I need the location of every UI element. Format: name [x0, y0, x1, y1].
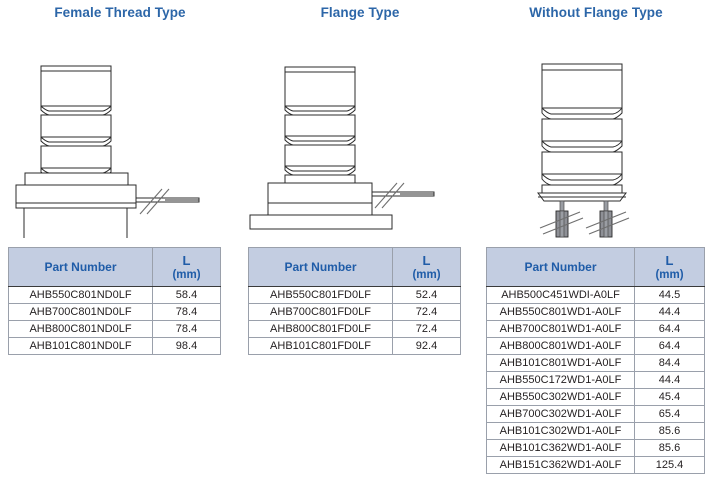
column-header-part-number: Part Number [8, 247, 153, 287]
table-body-female-thread-type: AHB550C801ND0LF 58.4 AHB700C801ND0LF 78.… [8, 286, 221, 355]
table-row: AHB550C801WD1-A0LF 44.4 [486, 303, 705, 321]
spec-table-flange-type: Part Number L (mm) AHB550C801FD0LF 52.4 … [248, 247, 461, 355]
cell-length: 64.4 [634, 337, 705, 355]
table-body-without-flange-type: AHB500C451WDI-A0LF 44.5 AHB550C801WD1-A0… [486, 286, 705, 474]
table-row: AHB550C801FD0LF 52.4 [248, 286, 461, 304]
cell-part-number: AHB800C801FD0LF [248, 320, 393, 338]
spec-table-wrap-flange-type: Part Number L (mm) AHB550C801FD0LF 52.4 … [248, 247, 461, 355]
cell-part-number: AHB101C302WD1-A0LF [486, 422, 635, 440]
spec-table-wrap-female-thread-type: Part Number L (mm) AHB550C801ND0LF 58.4 … [8, 247, 221, 355]
cell-length: 44.4 [634, 371, 705, 389]
table-row: AHB800C801FD0LF 72.4 [248, 320, 461, 338]
drawing-area-flange-type [240, 26, 480, 238]
cell-part-number: AHB700C801ND0LF [8, 303, 153, 321]
table-row: AHB101C302WD1-A0LF 85.6 [486, 422, 705, 440]
cell-part-number: AHB550C801FD0LF [248, 286, 393, 304]
spec-table-without-flange-type: Part Number L (mm) AHB500C451WDI-A0LF 44… [486, 247, 705, 474]
cell-length: 44.4 [634, 303, 705, 321]
column-title-female-thread-type: Female Thread Type [54, 5, 186, 20]
column-header-length: L (mm) [634, 247, 705, 287]
table-row: AHB101C801ND0LF 98.4 [8, 337, 221, 355]
drawing-area-without-flange-type [480, 26, 712, 238]
column-header-part-number: Part Number [486, 247, 635, 287]
drawing-area-female-thread-type [0, 26, 240, 238]
table-row: AHB151C362WD1-A0LF 125.4 [486, 456, 705, 474]
cell-part-number: AHB800C801ND0LF [8, 320, 153, 338]
cell-length: 92.4 [392, 337, 461, 355]
cell-part-number: AHB101C362WD1-A0LF [486, 439, 635, 457]
table-header-row: Part Number L (mm) [248, 247, 461, 287]
female-thread-type-drawing [15, 65, 200, 238]
cell-part-number: AHB101C801FD0LF [248, 337, 393, 355]
cell-length: 58.4 [152, 286, 221, 304]
cell-part-number: AHB700C801FD0LF [248, 303, 393, 321]
cell-length: 44.5 [634, 286, 705, 304]
cell-part-number: AHB700C801WD1-A0LF [486, 320, 635, 338]
table-row: AHB101C801WD1-A0LF 84.4 [486, 354, 705, 372]
table-row: AHB700C801ND0LF 78.4 [8, 303, 221, 321]
cell-length: 98.4 [152, 337, 221, 355]
spec-table-wrap-without-flange-type: Part Number L (mm) AHB500C451WDI-A0LF 44… [486, 247, 705, 474]
cell-length: 64.4 [634, 320, 705, 338]
cell-part-number: AHB550C172WD1-A0LF [486, 371, 635, 389]
length-unit: (mm) [412, 268, 441, 281]
table-row: AHB550C172WD1-A0LF 44.4 [486, 371, 705, 389]
variant-column-without-flange-type: Without Flange Type [480, 0, 712, 488]
table-row: AHB500C451WDI-A0LF 44.5 [486, 286, 705, 304]
cell-length: 85.6 [634, 439, 705, 457]
cell-length: 72.4 [392, 303, 461, 321]
cell-part-number: AHB101C801ND0LF [8, 337, 153, 355]
cell-part-number: AHB500C451WDI-A0LF [486, 286, 635, 304]
cell-part-number: AHB800C801WD1-A0LF [486, 337, 635, 355]
table-header-row: Part Number L (mm) [486, 247, 705, 287]
table-row: AHB700C302WD1-A0LF 65.4 [486, 405, 705, 423]
table-header-row: Part Number L (mm) [8, 247, 221, 287]
cell-length: 52.4 [392, 286, 461, 304]
cell-length: 85.6 [634, 422, 705, 440]
table-row: AHB101C801FD0LF 92.4 [248, 337, 461, 355]
length-symbol: L [422, 252, 431, 268]
column-title-without-flange-type: Without Flange Type [529, 5, 663, 20]
cell-length: 78.4 [152, 303, 221, 321]
cell-part-number: AHB700C302WD1-A0LF [486, 405, 635, 423]
column-header-length: L (mm) [392, 247, 461, 287]
cell-length: 84.4 [634, 354, 705, 372]
cell-part-number: AHB151C362WD1-A0LF [486, 456, 635, 474]
column-title-flange-type: Flange Type [320, 5, 400, 20]
length-symbol: L [182, 252, 191, 268]
length-symbol: L [665, 252, 674, 268]
table-row: AHB800C801WD1-A0LF 64.4 [486, 337, 705, 355]
spec-table-female-thread-type: Part Number L (mm) AHB550C801ND0LF 58.4 … [8, 247, 221, 355]
table-row: AHB101C362WD1-A0LF 85.6 [486, 439, 705, 457]
variant-column-flange-type: Flange Type [240, 0, 480, 488]
cell-length: 125.4 [634, 456, 705, 474]
cell-length: 78.4 [152, 320, 221, 338]
variant-column-female-thread-type: Female Thread Type [0, 0, 240, 488]
flange-type-drawing [249, 66, 435, 230]
column-header-length: L (mm) [152, 247, 221, 287]
cell-length: 65.4 [634, 405, 705, 423]
table-row: AHB700C801FD0LF 72.4 [248, 303, 461, 321]
table-row: AHB800C801ND0LF 78.4 [8, 320, 221, 338]
without-flange-type-drawing [537, 63, 630, 238]
column-header-part-number: Part Number [248, 247, 393, 287]
table-body-flange-type: AHB550C801FD0LF 52.4 AHB700C801FD0LF 72.… [248, 286, 461, 355]
cell-part-number: AHB550C302WD1-A0LF [486, 388, 635, 406]
table-row: AHB700C801WD1-A0LF 64.4 [486, 320, 705, 338]
length-unit: (mm) [655, 268, 684, 281]
cell-length: 72.4 [392, 320, 461, 338]
length-unit: (mm) [172, 268, 201, 281]
cell-part-number: AHB550C801ND0LF [8, 286, 153, 304]
cell-part-number: AHB101C801WD1-A0LF [486, 354, 635, 372]
table-row: AHB550C801ND0LF 58.4 [8, 286, 221, 304]
cell-length: 45.4 [634, 388, 705, 406]
table-row: AHB550C302WD1-A0LF 45.4 [486, 388, 705, 406]
cell-part-number: AHB550C801WD1-A0LF [486, 303, 635, 321]
